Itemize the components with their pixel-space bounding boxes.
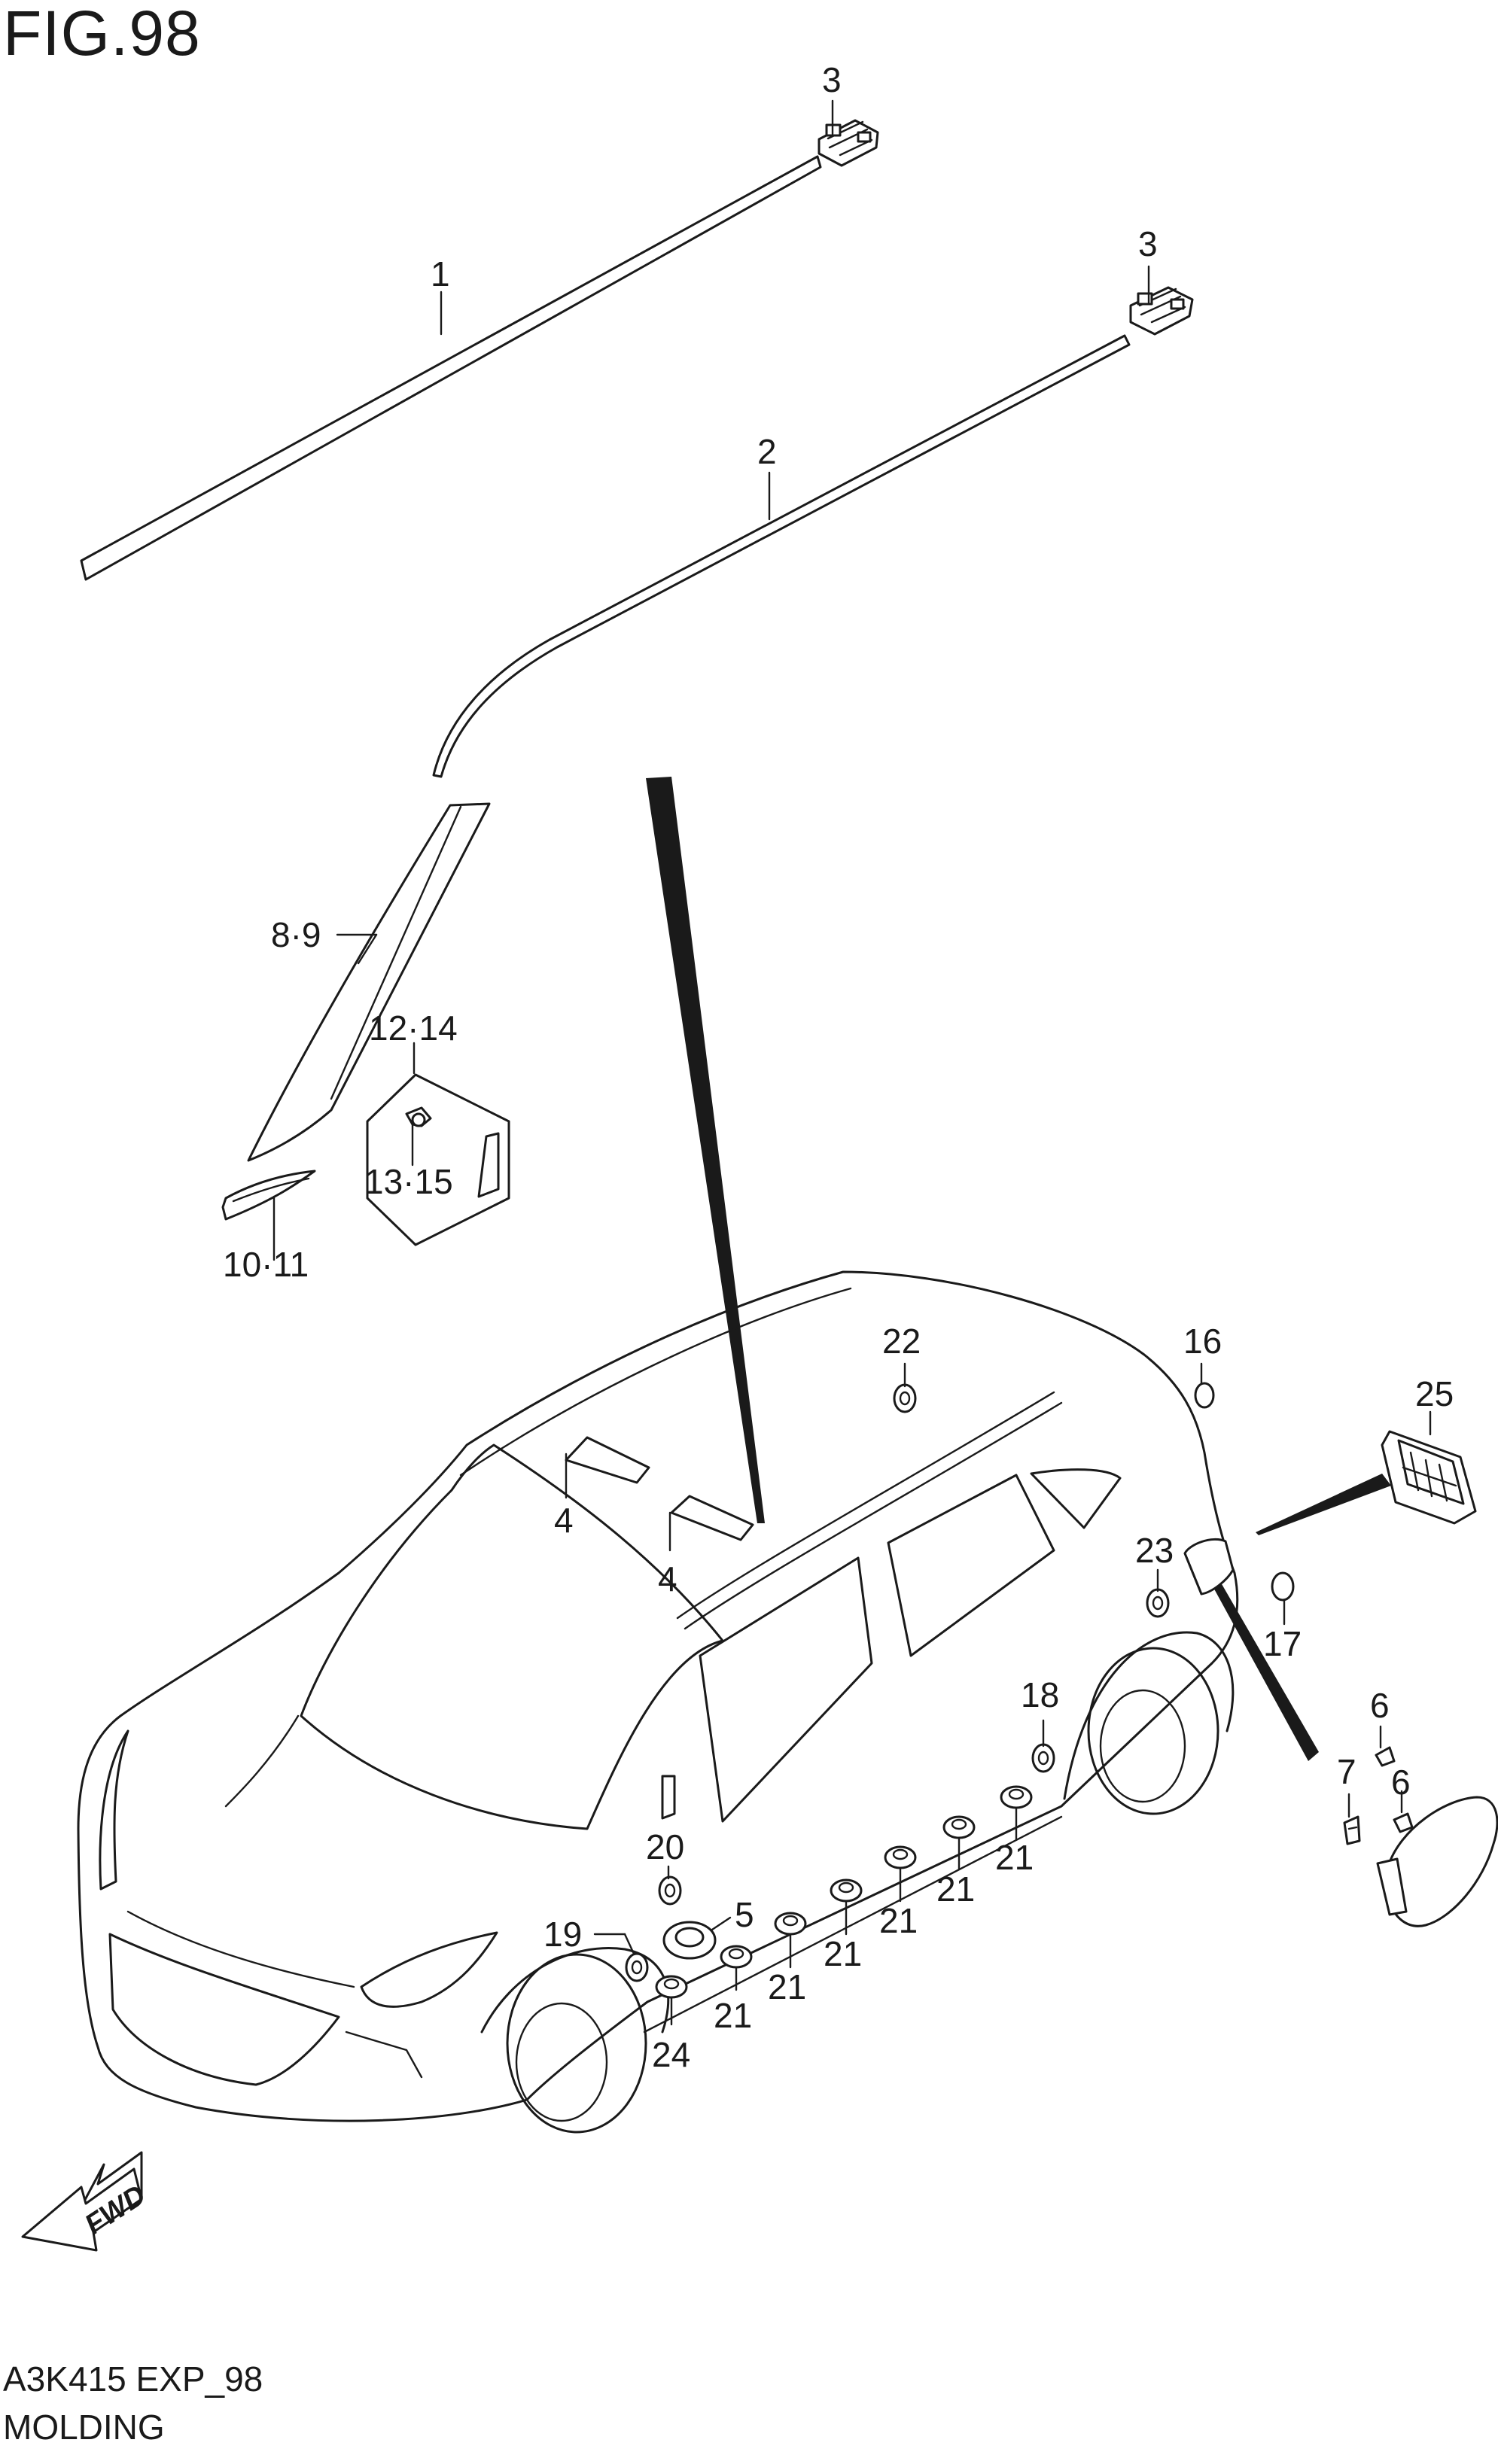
callout-25: 25 bbox=[1415, 1374, 1454, 1413]
part-22-plug[interactable] bbox=[893, 1383, 917, 1413]
part-8-9-pillar-garnish[interactable] bbox=[247, 802, 491, 1162]
part-19-plug[interactable] bbox=[625, 1952, 649, 1982]
part-4-tape-front[interactable] bbox=[565, 1436, 650, 1484]
part-2-roof-molding[interactable] bbox=[432, 334, 1131, 778]
callout-16: 16 bbox=[1183, 1322, 1222, 1361]
pointer-arrow-part-25 bbox=[1256, 1474, 1391, 1535]
part-21-clip[interactable] bbox=[1000, 1785, 1033, 1809]
part-16-seal[interactable] bbox=[1194, 1382, 1215, 1409]
callout-8-9: 8·9 bbox=[271, 915, 321, 954]
figure-name: MOLDING bbox=[3, 2408, 165, 2447]
part-21-clip[interactable] bbox=[774, 1912, 807, 1936]
part-17-seal[interactable] bbox=[1271, 1571, 1295, 1602]
part-25-bracket[interactable] bbox=[1381, 1430, 1477, 1525]
car-body bbox=[77, 1270, 1239, 2134]
callout-21: 21 bbox=[714, 1996, 752, 2035]
part-6-bumper-lower[interactable] bbox=[1393, 1812, 1414, 1833]
callouts: 1 2 3 3 8·9 12·14 13·15 10·11 4 4 22 16 … bbox=[223, 60, 1454, 2074]
callout-23: 23 bbox=[1135, 1531, 1174, 1570]
part-3-molding-clip-lower[interactable] bbox=[1129, 286, 1194, 336]
callout-2: 2 bbox=[757, 432, 777, 471]
callout-17: 17 bbox=[1263, 1624, 1302, 1663]
detail-12-15-hexagon bbox=[366, 1073, 510, 1246]
callout-21: 21 bbox=[879, 1901, 918, 1940]
part-7-hinge[interactable] bbox=[1343, 1815, 1361, 1845]
callout-21: 21 bbox=[768, 1967, 806, 2006]
part-21-clip[interactable] bbox=[830, 1878, 863, 1903]
callout-21: 21 bbox=[936, 1869, 975, 1909]
leader-lines bbox=[273, 99, 1432, 2026]
part-10-11-garnish-strip[interactable] bbox=[221, 1170, 316, 1221]
figure-code: A3K415 EXP_98 bbox=[3, 2359, 263, 2399]
callout-21: 21 bbox=[995, 1838, 1034, 1877]
callout-10-11: 10·11 bbox=[223, 1245, 309, 1284]
part-20-plug[interactable] bbox=[658, 1875, 682, 1906]
part-21-clip[interactable] bbox=[720, 1945, 753, 1969]
callout-20: 20 bbox=[646, 1827, 684, 1866]
callout-6: 6 bbox=[1391, 1763, 1411, 1802]
callout-21: 21 bbox=[824, 1934, 862, 1973]
fwd-arrow: FWD bbox=[21, 2151, 151, 2252]
callout-13-15: 13·15 bbox=[364, 1162, 453, 1201]
callout-4: 4 bbox=[658, 1559, 677, 1599]
callout-6: 6 bbox=[1370, 1686, 1390, 1725]
fuel-filler-lid[interactable] bbox=[1376, 1796, 1498, 1927]
callout-24: 24 bbox=[652, 2035, 690, 2074]
callout-12-14: 12·14 bbox=[369, 1008, 458, 1048]
callout-3: 3 bbox=[1138, 224, 1158, 263]
callout-4: 4 bbox=[554, 1501, 574, 1540]
part-3-molding-clip-upper[interactable] bbox=[818, 119, 879, 167]
part-6-bumper-upper[interactable] bbox=[1375, 1746, 1396, 1767]
pointer-arrow-fuel-lid bbox=[1203, 1559, 1319, 1761]
part-4-tape-rear[interactable] bbox=[670, 1495, 754, 1541]
part-18-plug[interactable] bbox=[1031, 1743, 1055, 1773]
part-1-roof-molding[interactable] bbox=[80, 155, 822, 581]
callout-18: 18 bbox=[1021, 1675, 1059, 1714]
part-5-grommet[interactable] bbox=[662, 1921, 717, 1960]
callout-22: 22 bbox=[882, 1322, 921, 1361]
part-24-clip[interactable] bbox=[655, 1975, 688, 1999]
part-21-clip[interactable] bbox=[884, 1845, 917, 1869]
figure-title: FIG.98 bbox=[3, 0, 201, 68]
callout-1: 1 bbox=[431, 254, 450, 294]
part-21-clip[interactable] bbox=[942, 1815, 976, 1839]
part-23-plug[interactable] bbox=[1146, 1588, 1170, 1618]
callout-7: 7 bbox=[1337, 1752, 1356, 1791]
pointer-arrow-roof bbox=[646, 777, 765, 1523]
callout-19: 19 bbox=[543, 1915, 582, 1954]
callout-5: 5 bbox=[735, 1895, 754, 1934]
callout-3: 3 bbox=[822, 60, 842, 99]
